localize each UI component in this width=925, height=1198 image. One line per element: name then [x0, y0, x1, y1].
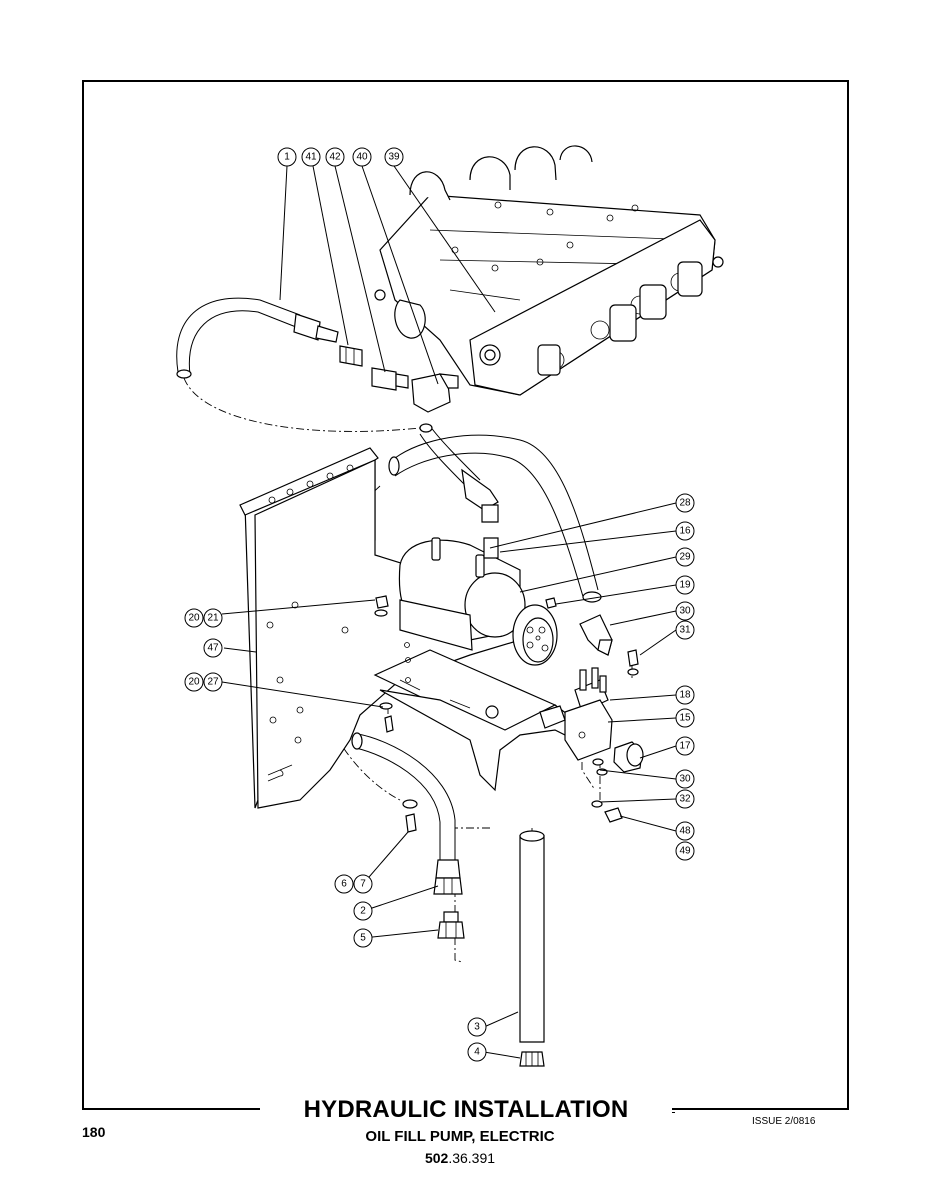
- callout-2: 2: [353, 901, 373, 921]
- callout-18: 18: [675, 685, 695, 705]
- part-number-prefix: 502: [424, 1150, 449, 1166]
- callout-3: 3: [467, 1017, 487, 1037]
- svg-text:2: 2: [360, 906, 366, 917]
- callout-41: 41: [301, 147, 321, 167]
- fitting-41: [339, 345, 363, 367]
- svg-text:4: 4: [474, 1047, 480, 1058]
- issue-label: ISSUE 2/0816: [752, 1116, 816, 1127]
- callout-30-lower: 30: [675, 769, 695, 789]
- svg-text:49: 49: [679, 846, 691, 857]
- elbow-19: [579, 614, 613, 656]
- svg-text:1: 1: [284, 152, 290, 163]
- solenoid-relay: [539, 667, 613, 761]
- svg-text:6: 6: [341, 879, 347, 890]
- svg-text:39: 39: [388, 152, 400, 163]
- valve-manifold: [374, 145, 724, 396]
- callout-49: 49: [675, 841, 695, 861]
- svg-text:32: 32: [679, 794, 691, 805]
- hose-2: [351, 732, 463, 895]
- callout-42: 42: [325, 147, 345, 167]
- callout-47: 47: [203, 638, 223, 658]
- svg-text:19: 19: [679, 580, 691, 591]
- callout-4: 4: [467, 1042, 487, 1062]
- mounting-plate-47: [239, 447, 521, 809]
- callout-20-lower: 20: [184, 672, 204, 692]
- callout-32: 32: [675, 789, 695, 809]
- callout-40: 40: [352, 147, 372, 167]
- callout-29: 29: [675, 547, 695, 567]
- callout-15: 15: [675, 708, 695, 728]
- fitting-5: [437, 911, 465, 939]
- part-number: 502.36.391: [380, 1150, 540, 1166]
- svg-text:20: 20: [188, 677, 200, 688]
- callout-1: 1: [277, 147, 297, 167]
- callout-17: 17: [675, 736, 695, 756]
- svg-text:40: 40: [356, 152, 368, 163]
- callout-27: 27: [203, 672, 223, 692]
- callout-28: 28: [675, 493, 695, 513]
- svg-text:48: 48: [679, 826, 691, 837]
- svg-text:30: 30: [679, 606, 691, 617]
- svg-text:7: 7: [360, 879, 366, 890]
- callout-20-upper: 20: [184, 608, 204, 628]
- callout-39: 39: [384, 147, 404, 167]
- callout-16: 16: [675, 521, 695, 541]
- callout-31: 31: [675, 620, 695, 640]
- hose-upper: [388, 423, 602, 603]
- pump-bracket: [373, 649, 576, 792]
- callout-19: 19: [675, 575, 695, 595]
- page-number: 180: [82, 1124, 106, 1140]
- tube-3: [519, 830, 545, 1043]
- svg-text:28: 28: [679, 498, 691, 509]
- svg-text:18: 18: [679, 690, 691, 701]
- svg-text:27: 27: [207, 677, 219, 688]
- svg-text:17: 17: [679, 741, 691, 752]
- page-subtitle: OIL FILL PUMP, ELECTRIC: [365, 1128, 555, 1145]
- svg-text:3: 3: [474, 1022, 480, 1033]
- strainer-4: [519, 1051, 545, 1067]
- page-title: HYDRAULIC INSTALLATION: [260, 1096, 672, 1124]
- part-number-suffix: .36.391: [448, 1150, 496, 1166]
- svg-text:20: 20: [188, 613, 200, 624]
- svg-text:15: 15: [679, 713, 691, 724]
- fasteners: [374, 595, 639, 833]
- callout-5: 5: [353, 928, 373, 948]
- callout-7: 7: [353, 874, 373, 894]
- callout-6: 6: [334, 874, 354, 894]
- svg-text:21: 21: [207, 613, 219, 624]
- fitting-42: [371, 367, 409, 391]
- callout-30-upper: 30: [675, 601, 695, 621]
- svg-text:42: 42: [329, 152, 341, 163]
- hose-1: [176, 297, 339, 379]
- svg-text:30: 30: [679, 774, 691, 785]
- svg-text:16: 16: [679, 526, 691, 537]
- svg-text:41: 41: [305, 152, 317, 163]
- callout-21: 21: [203, 608, 223, 628]
- svg-text:31: 31: [679, 625, 691, 636]
- svg-text:29: 29: [679, 552, 691, 563]
- svg-text:5: 5: [360, 933, 366, 944]
- fitting-17: [613, 741, 644, 773]
- svg-text:47: 47: [207, 643, 219, 654]
- elbow-40: [411, 373, 459, 413]
- leader-lines: [221, 165, 677, 1059]
- pump-motor: [398, 537, 558, 666]
- callout-48: 48: [675, 821, 695, 841]
